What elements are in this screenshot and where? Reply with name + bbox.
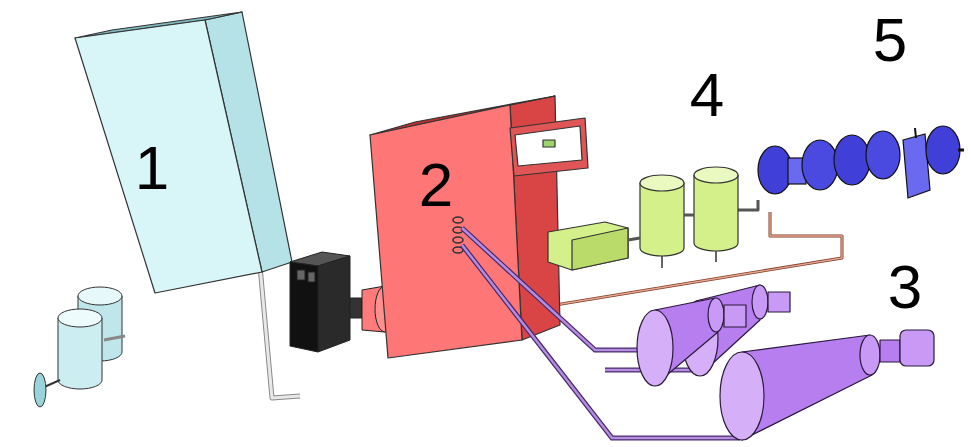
- coupling: [350, 298, 362, 318]
- turbine-block: [290, 252, 395, 352]
- blue-disc: [834, 135, 870, 185]
- boiler-front: [370, 105, 522, 358]
- pipe: [628, 238, 640, 240]
- cylinder-top: [58, 309, 102, 327]
- mill-end: [708, 298, 724, 332]
- blue-units: [758, 126, 964, 198]
- pipe: [661, 255, 663, 268]
- blue-disc: [866, 131, 900, 179]
- filters: [548, 167, 738, 270]
- fan: [34, 373, 46, 407]
- cooling-cylinders: [34, 287, 125, 407]
- callout-number: 4: [690, 64, 724, 126]
- mill-shaft: [880, 340, 900, 362]
- pipe: [738, 200, 758, 210]
- filter-tank: [694, 175, 738, 251]
- block-detail: [308, 272, 315, 282]
- boiler: [370, 96, 588, 358]
- pipe: [684, 214, 694, 217]
- pipe: [715, 250, 717, 262]
- callout-number: 1: [135, 137, 169, 199]
- filter-side: [572, 228, 628, 270]
- blue-unit: [903, 134, 930, 198]
- filter-box: [548, 222, 628, 270]
- stub: [958, 149, 964, 152]
- pipe: [104, 336, 125, 340]
- small-part: [543, 140, 555, 147]
- mill-end: [752, 285, 768, 319]
- block-detail: [297, 270, 305, 280]
- boiler-outlet: [510, 118, 588, 176]
- filter-tank-top: [694, 167, 738, 183]
- block-front: [290, 262, 318, 352]
- purple-pipe: [462, 245, 740, 438]
- filter-tank: [640, 183, 684, 256]
- mill-face: [637, 310, 673, 386]
- callout-number: 3: [888, 256, 922, 318]
- purple-pipe: [462, 245, 740, 438]
- cylinder: [58, 318, 102, 389]
- tower: [75, 12, 292, 293]
- stub: [915, 128, 916, 138]
- callout-number: 5: [873, 9, 907, 71]
- mill-motor: [900, 330, 934, 366]
- mill-motor: [724, 305, 746, 327]
- mill-motor: [768, 292, 790, 312]
- blue-disc: [926, 126, 960, 174]
- mill-end: [860, 335, 880, 375]
- mill-face: [720, 352, 764, 440]
- block-side: [318, 256, 350, 352]
- blue-disc: [758, 146, 792, 194]
- filter-tank-top: [640, 175, 684, 191]
- blue-disc: [802, 140, 838, 190]
- coil: [453, 237, 463, 243]
- tower-front: [75, 20, 262, 293]
- callout-number: 2: [419, 154, 453, 216]
- purple-pipes: [462, 228, 740, 438]
- coil: [453, 217, 463, 223]
- cylinder-top: [78, 287, 122, 305]
- boiler-opening: [515, 126, 582, 166]
